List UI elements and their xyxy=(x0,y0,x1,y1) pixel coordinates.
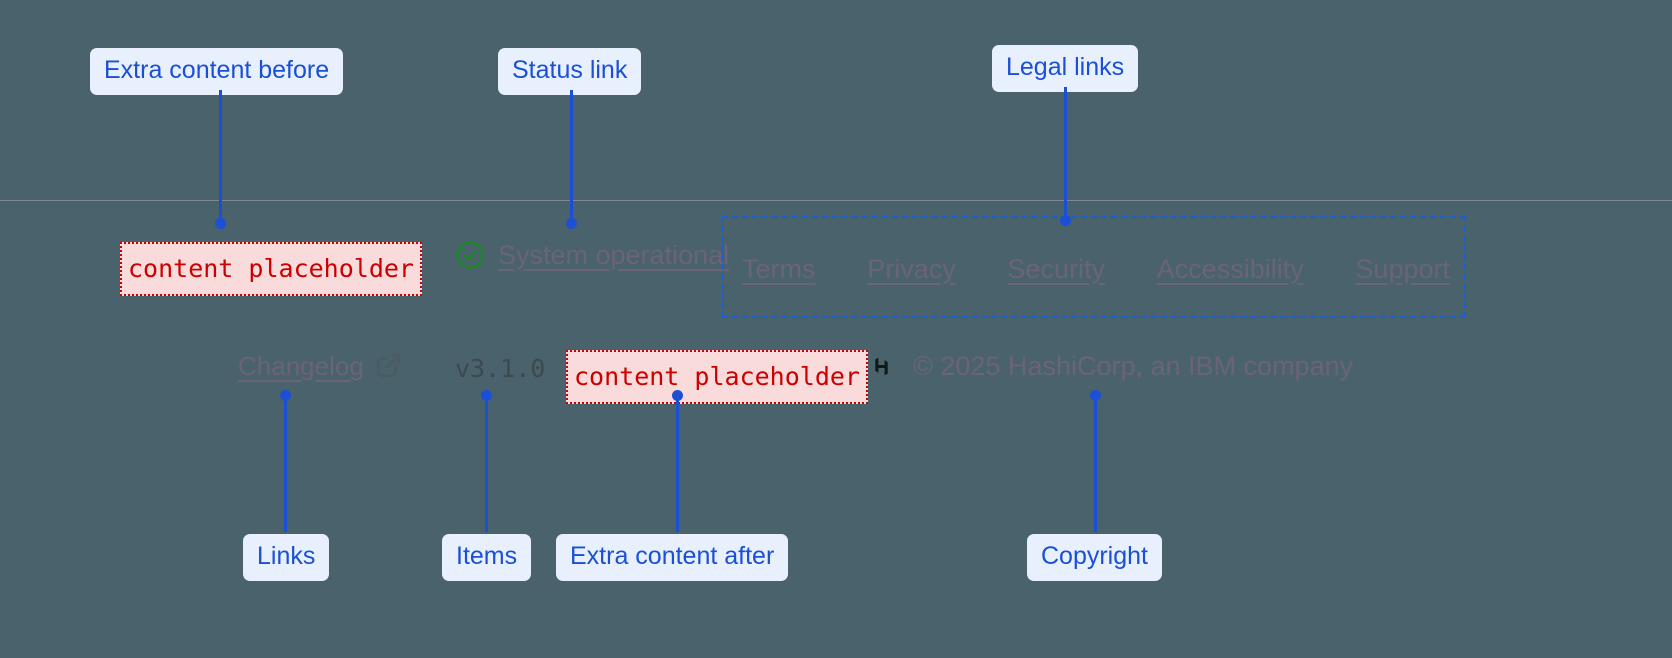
external-link-icon xyxy=(375,352,402,379)
annotation-dot-items xyxy=(481,390,492,401)
annotation-extra-content-before: Extra content before xyxy=(90,48,344,95)
annotation-connector-items xyxy=(485,396,488,532)
annotation-copyright: Copyright xyxy=(1027,534,1162,581)
annotation-connector-links xyxy=(284,396,287,532)
annotation-dot-copyright xyxy=(1090,390,1101,401)
annotation-dot-extra-content-before xyxy=(215,218,226,229)
annotation-dot-extra-content-after xyxy=(672,390,683,401)
changelog-link[interactable]: Changelog xyxy=(238,352,402,379)
footer-row-secondary: Changelog v3.1.0 content placeholder xyxy=(0,310,1672,420)
status-link-label: System operational xyxy=(498,239,730,270)
annotation-extra-content-after: Extra content after xyxy=(556,534,789,581)
annotation-dot-legal-links xyxy=(1060,215,1071,226)
changelog-link-label: Changelog xyxy=(238,350,364,381)
status-link[interactable]: System operational xyxy=(455,240,729,270)
footer-row-primary: content placeholder System operational T… xyxy=(0,200,1672,318)
annotation-connector-extra-content-after xyxy=(676,396,679,532)
extra-content-after-placeholder: content placeholder xyxy=(566,350,868,404)
annotation-connector-extra-content-before xyxy=(219,90,222,223)
annotation-legal-links: Legal links xyxy=(992,45,1139,92)
copyright: © 2025 HashiCorp, an IBM company xyxy=(866,351,1353,382)
annotation-connector-legal-links xyxy=(1064,87,1067,219)
annotation-status-link: Status link xyxy=(498,48,642,95)
legal-link-support[interactable]: Support xyxy=(1355,253,1450,284)
legal-link-privacy[interactable]: Privacy xyxy=(867,253,956,284)
legal-link-terms[interactable]: Terms xyxy=(742,253,816,284)
annotation-connector-status-link xyxy=(570,90,573,223)
annotation-items: Items xyxy=(442,534,532,581)
annotation-connector-copyright xyxy=(1094,396,1097,532)
copyright-text: © 2025 HashiCorp, an IBM company xyxy=(913,351,1354,381)
footer-top-divider xyxy=(0,200,1672,201)
version-label: v3.1.0 xyxy=(455,354,546,383)
legal-links-group: Terms Privacy Security Accessibility Sup… xyxy=(722,216,1466,318)
legal-link-accessibility[interactable]: Accessibility xyxy=(1156,253,1304,284)
legal-link-security[interactable]: Security xyxy=(1007,253,1105,284)
check-circle-icon xyxy=(455,240,485,270)
annotation-links: Links xyxy=(243,534,330,581)
annotation-dot-links xyxy=(280,390,291,401)
hashicorp-logo xyxy=(866,351,897,382)
extra-content-before-placeholder: content placeholder xyxy=(120,242,422,296)
annotation-dot-status-link xyxy=(566,218,577,229)
